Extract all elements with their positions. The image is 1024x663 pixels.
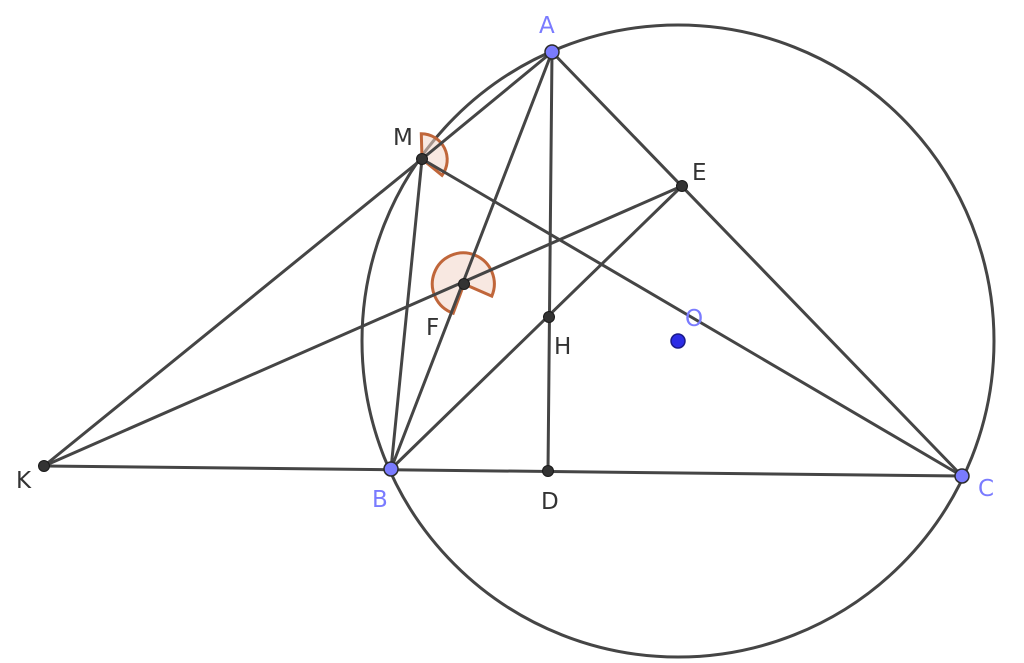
point-c[interactable] (954, 468, 970, 484)
point-h (543, 311, 555, 323)
point-f (458, 278, 470, 290)
point-k (38, 460, 50, 472)
segment-ma (420, 50, 554, 161)
point-d (542, 465, 554, 477)
label-c: C (978, 476, 994, 502)
line-ke (42, 184, 684, 468)
label-f: F (426, 315, 439, 341)
point-m (416, 153, 428, 165)
line-kc (42, 464, 964, 478)
label-o: O (685, 306, 703, 332)
label-b: B (372, 487, 388, 513)
segment-mb (389, 157, 424, 471)
point-e (676, 180, 688, 192)
label-a: A (539, 13, 555, 39)
segment-ab (389, 50, 554, 471)
label-k: K (16, 468, 32, 494)
segment-km (42, 157, 424, 468)
label-h: H (554, 334, 571, 360)
label-d: D (541, 489, 559, 515)
label-e: E (692, 160, 707, 186)
line-mc (420, 157, 964, 478)
circumcircle-o (360, 23, 996, 659)
point-o[interactable] (670, 333, 686, 349)
segment-ac (550, 50, 964, 478)
altitude-ad (546, 50, 554, 473)
point-a[interactable] (544, 44, 560, 60)
altitude-be (389, 184, 684, 471)
label-m: M (393, 125, 413, 151)
point-b[interactable] (383, 461, 399, 477)
